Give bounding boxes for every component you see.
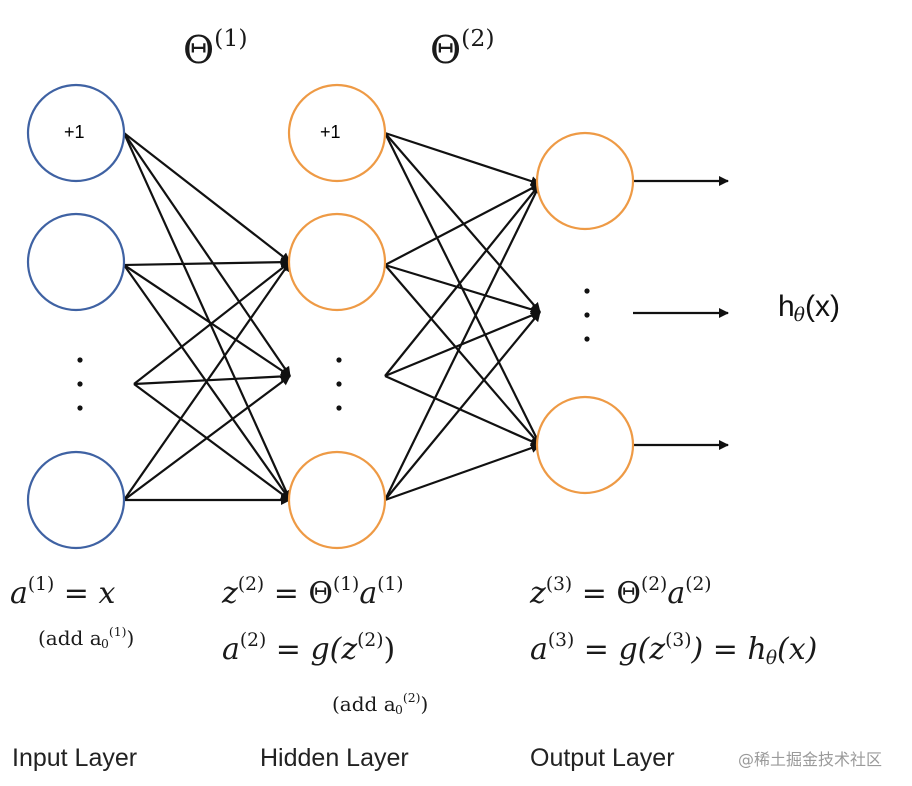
output-ellipsis-dot-1	[584, 312, 590, 318]
hypothesis-output-label: hθ(x)	[778, 290, 840, 326]
hidden-node-1	[287, 212, 387, 312]
edge-input-0-hidden-1	[123, 132, 291, 377]
hidden-a-equation: a(2) = g(z(2))	[222, 629, 396, 667]
edge-hidden-0-output-1	[384, 132, 541, 313]
input-ellipsis-dot-1	[77, 381, 83, 387]
edge-input-3-hidden-1	[123, 375, 291, 501]
watermark-text: @稀土掘金技术社区	[738, 750, 883, 769]
theta-2-label: Θ(2)	[430, 24, 495, 72]
input-layer-label: Input Layer	[12, 744, 138, 772]
edge-hidden-3-output-0	[384, 183, 541, 501]
output-node-1	[535, 395, 635, 495]
hidden-ellipsis-dot-1	[336, 381, 342, 387]
hidden-node-0	[287, 83, 387, 183]
input-ellipsis-dot-2	[77, 405, 83, 411]
edge-input-0-hidden-2	[122, 132, 292, 501]
edge-hidden-2-output-2	[384, 374, 541, 447]
output-ellipsis-dot-2	[584, 336, 590, 342]
edge-hidden-0-output-0	[384, 131, 541, 186]
edge-hidden-1-output-0	[384, 183, 541, 266]
input-node-1	[26, 212, 126, 312]
input-ellipsis-dot-0	[77, 357, 83, 363]
output-node-0	[535, 131, 635, 231]
edge-input-2-hidden-2	[133, 383, 291, 501]
input-node-2	[26, 450, 126, 550]
output-ellipsis-dot-0	[584, 288, 590, 294]
theta-2-superscript: (2)	[461, 24, 495, 53]
edge-input-1-hidden-0	[123, 257, 291, 268]
edge-hidden-2-output-0	[384, 183, 541, 377]
edge-input-2-hidden-1	[133, 371, 291, 386]
input-bias-note: (add a0(1))	[38, 624, 135, 652]
hidden-bias-label: +1	[320, 122, 341, 142]
edge-hidden-1-output-1	[384, 263, 541, 315]
hidden-layer-label: Hidden Layer	[260, 744, 409, 772]
hidden-bias-note: (add a0(2))	[332, 690, 429, 718]
edge-hidden-1-output-2	[384, 264, 541, 446]
theta-1-superscript: (1)	[214, 24, 248, 53]
input-equation: a(1) = x	[10, 573, 116, 611]
input-bias-label: +1	[64, 122, 85, 142]
theta-symbol: Θ	[183, 28, 215, 72]
output-layer-label: Output Layer	[530, 744, 675, 772]
edge-input-1-hidden-1	[123, 264, 291, 377]
output-z-equation: z(3) = Θ(2)a(2)	[530, 573, 712, 611]
edge-hidden-3-output-1	[384, 311, 541, 501]
output-a-equation: a(3) = g(z(3)) = hθ(x)	[530, 629, 818, 669]
theta-1-label: Θ(1)	[183, 24, 248, 72]
edge-input-2-hidden-0	[133, 261, 291, 385]
hidden-ellipsis-dot-0	[336, 357, 342, 363]
edge-input-3-hidden-0	[123, 261, 291, 501]
edge-hidden-3-output-2	[384, 443, 541, 502]
hidden-node-2	[287, 450, 387, 550]
hidden-ellipsis-dot-2	[336, 405, 342, 411]
hidden-z-equation: z(2) = Θ(1)a(1)	[222, 573, 404, 611]
theta-symbol: Θ	[430, 28, 462, 72]
edge-input-0-hidden-0	[123, 132, 291, 263]
input-node-0	[26, 83, 126, 183]
